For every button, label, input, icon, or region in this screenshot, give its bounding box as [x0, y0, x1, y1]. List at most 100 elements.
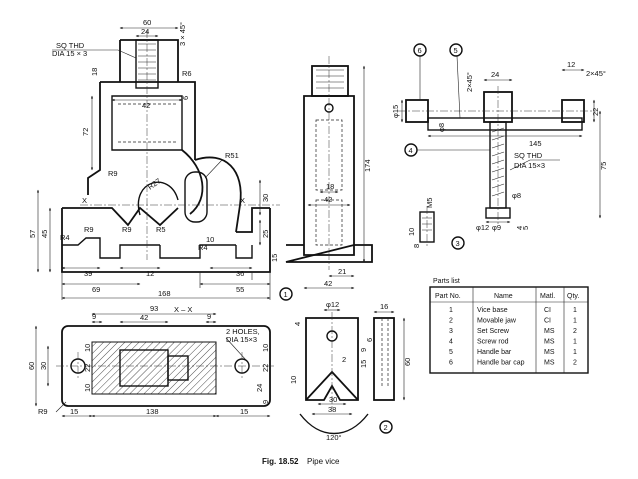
movable-jaw-view: φ12 16 4 6 9 15 60 10 2 30 38 120°	[289, 300, 412, 442]
front-view: 60 24 3 × 45° 18 R6 42 72 R9 R51 R27 30 …	[28, 18, 280, 300]
dim-screw-8: 8	[412, 244, 421, 248]
dim-6: 6	[181, 96, 190, 100]
svg-text:6: 6	[418, 46, 422, 55]
parts-list-cell: MS	[544, 349, 555, 356]
dim-top-93: 93	[150, 304, 158, 313]
dim-r6: R6	[182, 69, 192, 78]
dim-top-9-c: 9	[261, 400, 270, 404]
dim-jaw-9: 9	[359, 348, 368, 352]
balloon-3: 3	[451, 236, 465, 250]
dim-top-10-c: 10	[261, 344, 270, 352]
dim-top-10-b: 10	[83, 384, 92, 392]
header-qty: Qty.	[567, 293, 579, 300]
section-title: X – X	[174, 305, 192, 314]
side-view: 174 18 42 21 42	[285, 56, 373, 290]
dim-side-42-a: 42	[324, 195, 332, 204]
balloon-1: 1	[279, 287, 293, 301]
figure-number: Fig. 18.52	[262, 457, 299, 466]
dim-phi15: φ15	[391, 105, 400, 118]
dim-2x45-b: 2×45°	[586, 69, 606, 78]
section-mark-x-right: X	[240, 196, 245, 205]
dim-55: 55	[236, 285, 244, 294]
section-mark-x-left: X	[82, 196, 87, 205]
dim-phi8: φ8	[437, 123, 446, 132]
svg-text:3: 3	[456, 239, 460, 248]
dim-42: 42	[142, 101, 150, 110]
dim-top-24: 24	[255, 384, 264, 392]
svg-text:4: 4	[409, 146, 413, 155]
parts-list-title: Parts list	[433, 278, 460, 285]
dim-2x45-a: 2×45°	[465, 72, 474, 92]
parts-list-cell: Vice base	[477, 307, 508, 314]
parts-list-cell: CI	[544, 318, 551, 325]
parts-list-cell: 5	[449, 349, 453, 356]
dim-r5: R5	[156, 225, 166, 234]
dim-top-9-a: 9	[92, 312, 96, 321]
parts-list-cell: MS	[544, 360, 555, 367]
svg-text:1: 1	[284, 290, 288, 299]
parts-list-cell: Handle bar	[477, 349, 512, 356]
dim-15-r: 15	[270, 254, 279, 262]
dim-screw-22: 22	[591, 108, 600, 116]
dim-60: 60	[143, 18, 151, 27]
dim-phi8-b: φ8	[512, 191, 521, 200]
parts-list-cell: 6	[449, 360, 453, 367]
dim-18: 18	[90, 68, 99, 76]
dim-r9-a: R9	[108, 169, 118, 178]
figure-caption: Pipe vice	[307, 457, 340, 466]
dim-jaw-phi12: φ12	[326, 300, 339, 309]
header-matl: Matl.	[540, 293, 555, 300]
note-dia-15x3-right: DIA 15×3	[514, 161, 545, 170]
dim-jaw-10: 10	[289, 376, 298, 384]
dim-36: 36	[236, 269, 244, 278]
parts-list-cell: 2	[449, 318, 453, 325]
parts-list-cell: CI	[544, 307, 551, 314]
dim-145: 145	[529, 139, 542, 148]
dim-top-42: 42	[140, 313, 148, 322]
dim-top-r9: R9	[38, 407, 48, 416]
dim-jaw-38: 38	[328, 405, 336, 414]
dim-top-15-a: 15	[70, 407, 78, 416]
parts-list-cell: 1	[573, 349, 577, 356]
dim-screw-24: 24	[491, 70, 499, 79]
dim-jaw-2: 2	[342, 355, 346, 364]
section-x-x-view: X – X 9 42 93 9 30 60 10 22 10 R9 15 138…	[27, 304, 276, 418]
dim-phi12: φ12	[476, 223, 489, 232]
dim-jaw-120: 120°	[326, 433, 342, 442]
screw-handle-view: 2×45° 24 12 2×45° φ15 φ8 22 145 75 φ8 M5…	[391, 60, 608, 248]
header-name: Name	[494, 293, 513, 300]
balloon-6: 6	[413, 43, 427, 100]
dim-25: 25	[261, 230, 270, 238]
dim-r27: R27	[146, 176, 162, 191]
dim-174: 174	[363, 159, 372, 172]
parts-list-cell: Set Screw	[477, 328, 510, 335]
svg-text:2: 2	[384, 423, 388, 432]
parts-list-cell: 1	[449, 307, 453, 314]
dim-24: 24	[141, 27, 149, 36]
parts-list-cell: 3	[449, 328, 453, 335]
dim-57: 57	[28, 230, 37, 238]
dim-12: 12	[146, 269, 154, 278]
parts-list-cell: 4	[449, 339, 453, 346]
dim-top-9-b: 9	[207, 312, 211, 321]
dim-r4-a: R4	[60, 233, 70, 242]
dim-10: 10	[206, 235, 214, 244]
dim-168: 168	[158, 289, 171, 298]
dim-jaw-60: 60	[403, 358, 412, 366]
parts-list-cell: 2	[573, 328, 577, 335]
note-dia-15x3: DIA 15 × 3	[52, 49, 87, 58]
parts-list-cell: 1	[573, 339, 577, 346]
dim-69: 69	[92, 285, 100, 294]
dim-jaw-30: 30	[329, 395, 337, 404]
note-two-holes-dia: DIA 15×3	[226, 335, 257, 344]
dim-side-21: 21	[338, 267, 346, 276]
dim-39: 39	[84, 269, 92, 278]
parts-list-cell: Movable jaw	[477, 318, 517, 325]
parts-list-cell: Screw rod	[477, 339, 509, 346]
dim-side-42-b: 42	[324, 279, 332, 288]
dim-3x45: 3 × 45°	[178, 22, 187, 46]
note-sq-thd: SQ THD	[56, 41, 85, 50]
dim-30: 30	[261, 194, 270, 202]
